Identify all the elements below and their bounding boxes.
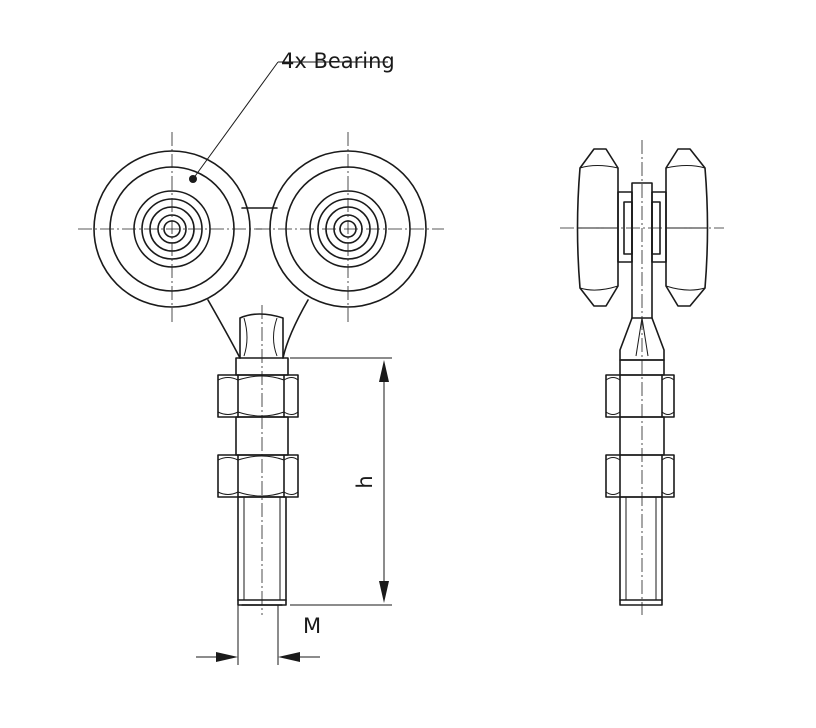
neck-cut [243,317,278,357]
body-bridge [207,207,309,359]
side-view [560,140,724,615]
body-neck [239,313,284,359]
height-dimension-text: h [353,475,377,488]
side-threaded-stud [619,496,663,606]
threaded-stud [237,496,287,606]
thread-dimension-text: M [303,614,321,638]
upper-nut [217,374,299,418]
lower-nut [217,454,299,498]
side-right-wheel [665,148,709,307]
bearing-callout [189,61,388,183]
height-dimension [290,357,392,606]
thread-dimension [196,605,320,665]
side-left-wheel [576,148,619,307]
side-lower-nut [605,454,675,498]
front-view: 4x Bearing h M [78,49,444,665]
bearing-callout-text: 4x Bearing [281,49,395,73]
side-upper-nut [605,374,675,418]
